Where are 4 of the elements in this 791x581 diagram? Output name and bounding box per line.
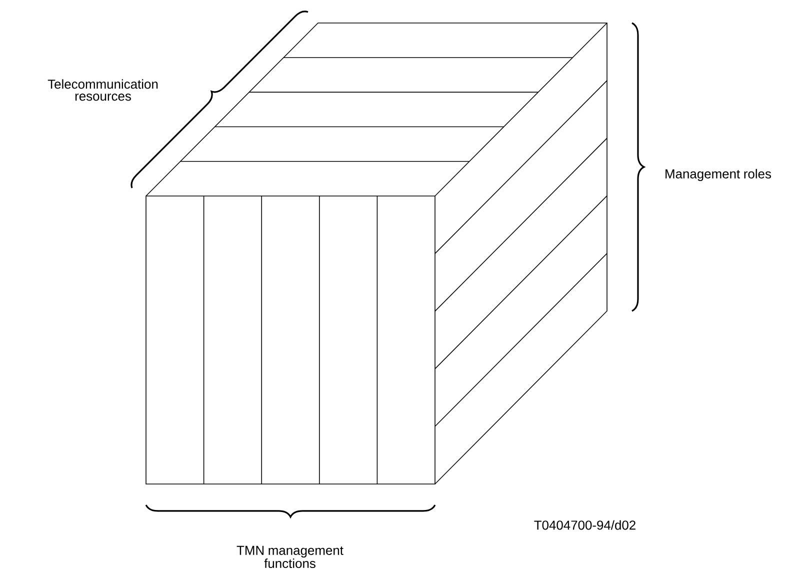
axis-label: Telecommunication resources: [48, 79, 158, 101]
figure-number: T0404700-94/d02: [534, 520, 636, 530]
axis-label: Management roles: [666, 168, 772, 182]
axis-label: TMN management functions: [236, 546, 344, 568]
